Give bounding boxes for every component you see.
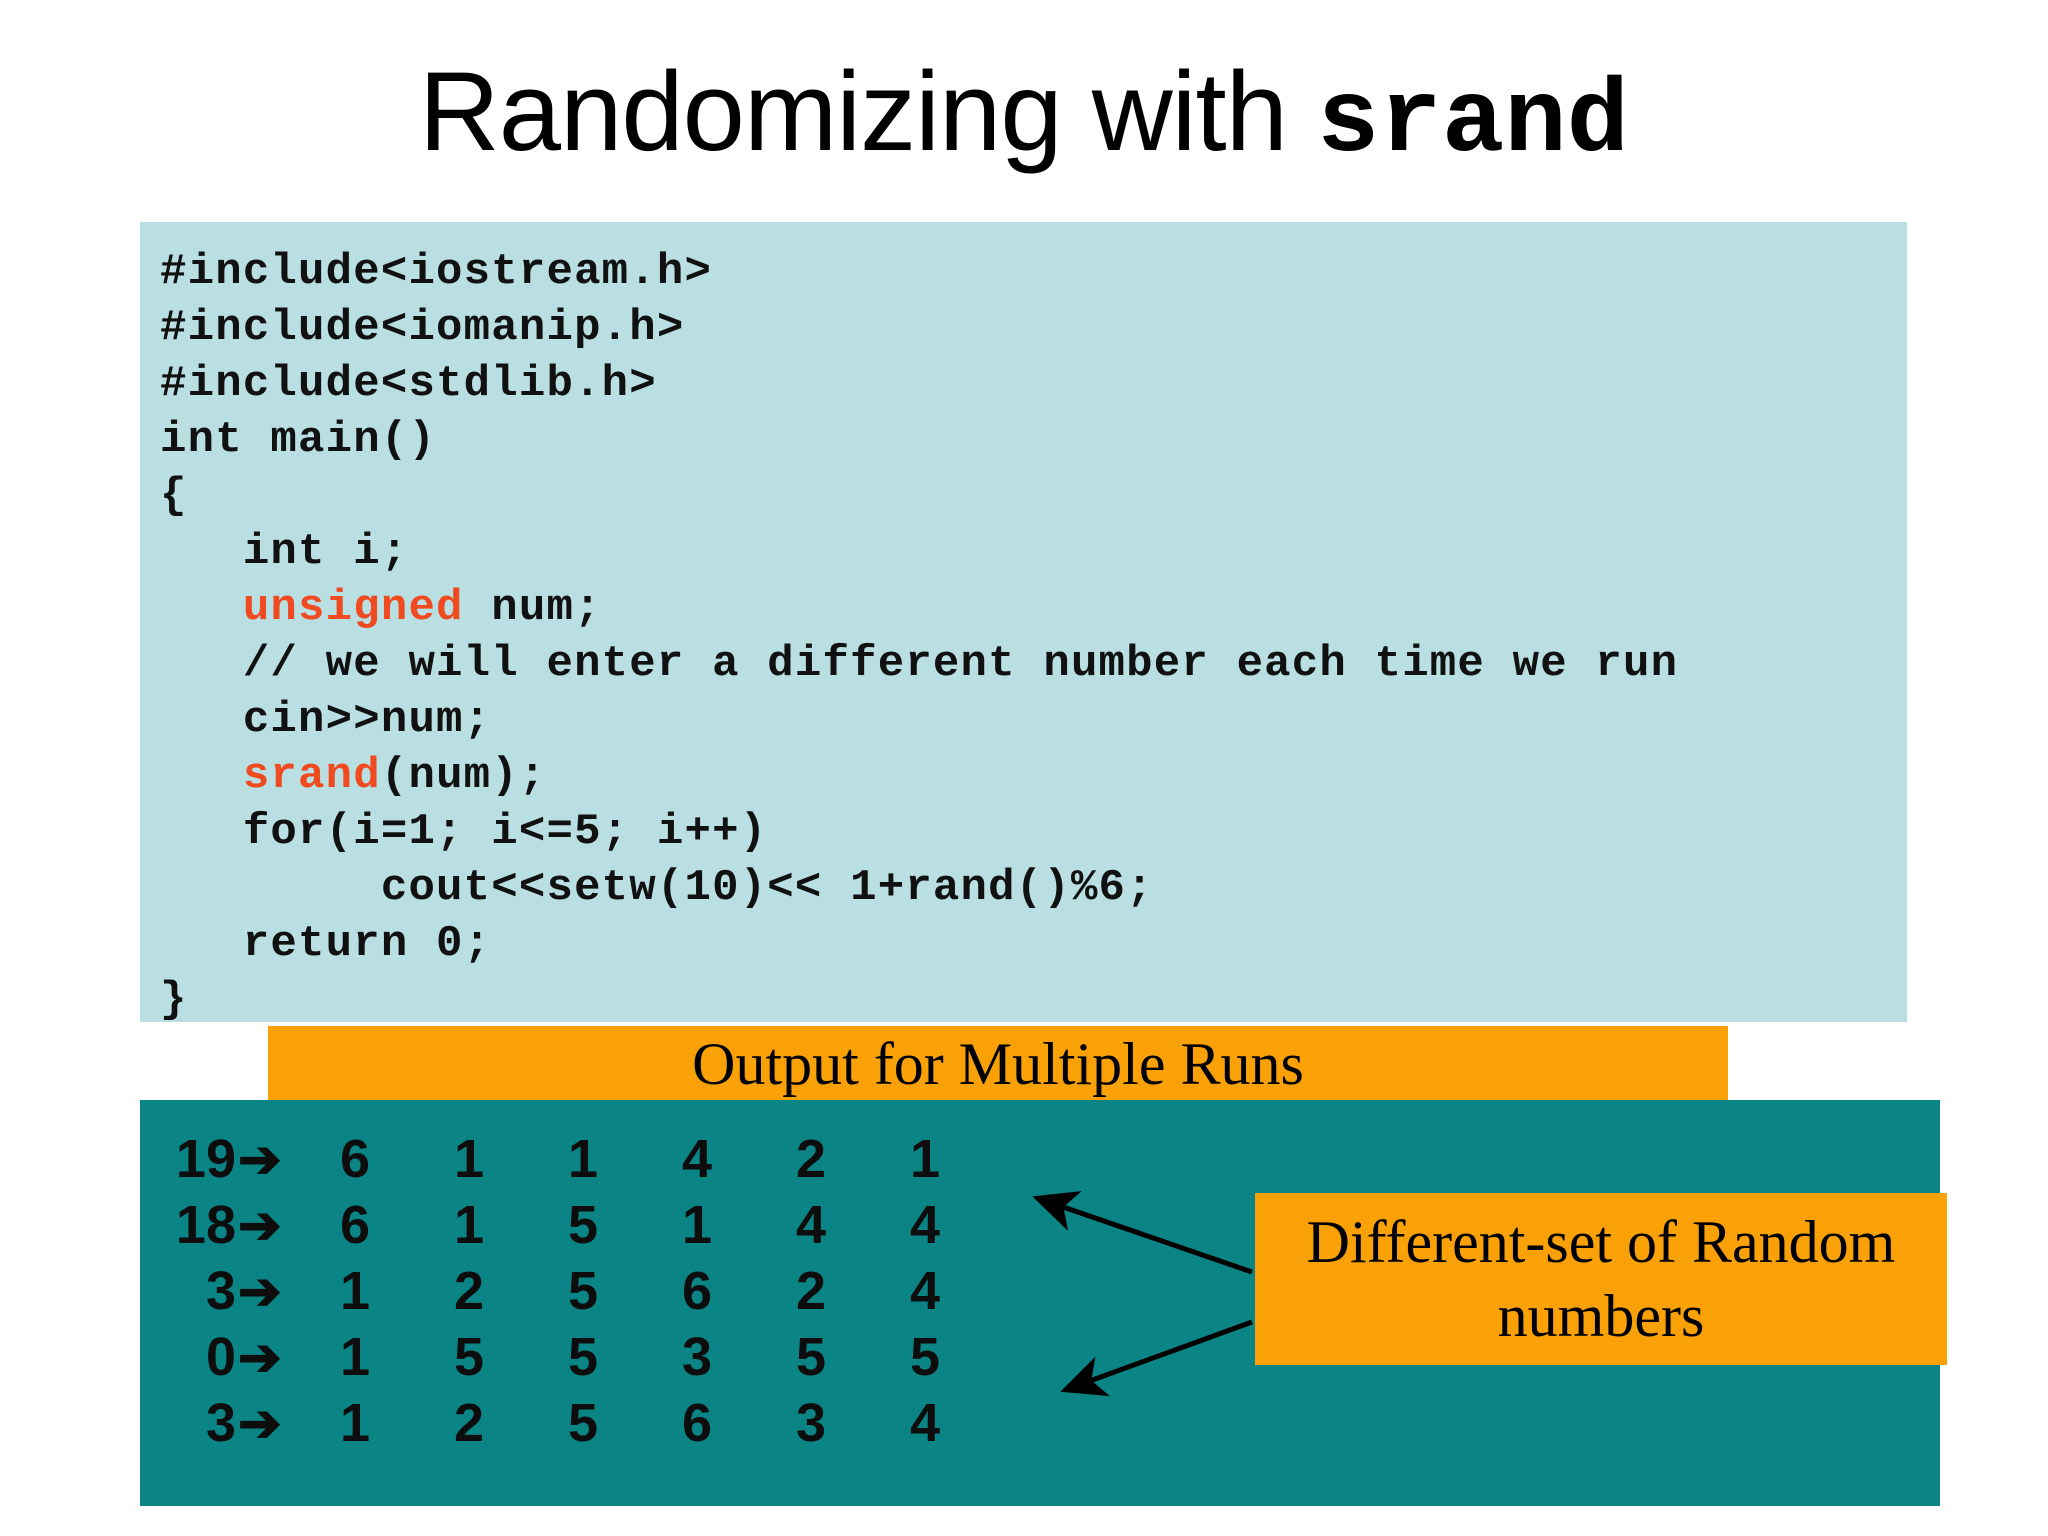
- code-line: cout<<setw(10)<< 1+rand()%6;: [160, 860, 1907, 916]
- output-random-value: 5: [795, 1327, 827, 1387]
- right-arrow-icon: ➔: [238, 1395, 282, 1453]
- output-random-value: 5: [567, 1327, 599, 1387]
- output-random-value: 1: [339, 1327, 371, 1387]
- output-banner: Output for Multiple Runs: [268, 1026, 1728, 1104]
- code-line: #include<stdlib.h>: [160, 356, 1907, 412]
- code-text: num;: [463, 583, 602, 633]
- output-random-value: 6: [339, 1195, 371, 1255]
- code-text: (num);: [380, 751, 547, 801]
- output-seed-value: 0: [205, 1327, 236, 1387]
- code-line: #include<iomanip.h>: [160, 300, 1907, 356]
- callout-box: Different-set of Random numbers: [1255, 1193, 1947, 1365]
- output-random-value: 4: [681, 1129, 713, 1189]
- code-text: }: [160, 975, 188, 1025]
- output-seed-value: 3: [205, 1393, 236, 1453]
- output-random-value: 5: [567, 1261, 599, 1321]
- code-text: for(i=1; i<=5; i++): [160, 807, 768, 857]
- code-line: return 0;: [160, 916, 1907, 972]
- code-line: #include<iostream.h>: [160, 244, 1907, 300]
- code-text: #include<iostream.h>: [160, 247, 713, 297]
- code-text: #include<stdlib.h>: [160, 359, 657, 409]
- right-arrow-icon: ➔: [238, 1131, 282, 1189]
- code-line: int main(): [160, 412, 1907, 468]
- output-random-value: 5: [453, 1327, 485, 1387]
- output-row: 18➔ 6 1 5 1 4 4: [158, 1192, 982, 1258]
- output-random-value: 1: [339, 1261, 371, 1321]
- output-random-value: 5: [909, 1327, 941, 1387]
- output-random-value: 1: [567, 1129, 599, 1189]
- callout-line-2: numbers: [1497, 1283, 1705, 1349]
- code-line: unsigned num;: [160, 580, 1907, 636]
- output-random-value: 2: [795, 1129, 827, 1189]
- output-random-value: 1: [339, 1393, 371, 1453]
- code-line: cin>>num;: [160, 692, 1907, 748]
- code-line: for(i=1; i<=5; i++): [160, 804, 1907, 860]
- code-block: #include<iostream.h> #include<iomanip.h> #…: [140, 222, 1907, 1025]
- code-line: srand(num);: [160, 748, 1907, 804]
- output-random-value: 4: [909, 1195, 941, 1255]
- code-text: {: [160, 471, 188, 521]
- code-text: // we will enter a different number each…: [160, 639, 1679, 689]
- page-title-code-text: srand: [1317, 64, 1630, 182]
- callout-line-1: Different-set of Random: [1306, 1209, 1896, 1275]
- right-arrow-icon: ➔: [238, 1263, 282, 1321]
- code-line: // we will enter a different number each…: [160, 636, 1907, 692]
- output-random-value: 6: [339, 1129, 371, 1189]
- code-text: cout<<setw(10)<< 1+rand()%6;: [160, 863, 1154, 913]
- code-keyword: srand: [242, 751, 381, 801]
- output-row: 19➔ 6 1 1 4 2 1: [158, 1126, 982, 1192]
- code-text: [160, 583, 243, 633]
- code-text: [160, 751, 243, 801]
- page-title-plain-text: Randomizing with: [418, 49, 1318, 174]
- output-seed-value: 3: [205, 1261, 236, 1321]
- output-row: 0➔ 1 5 5 3 5 5: [158, 1324, 982, 1390]
- output-random-value: 6: [681, 1393, 713, 1453]
- output-random-value: 2: [453, 1261, 485, 1321]
- output-random-value: 1: [909, 1129, 941, 1189]
- code-line: int i;: [160, 524, 1907, 580]
- output-random-value: 3: [795, 1393, 827, 1453]
- right-arrow-icon: ➔: [238, 1197, 282, 1255]
- output-random-value: 1: [453, 1195, 485, 1255]
- output-random-value: 2: [795, 1261, 827, 1321]
- right-arrow-icon: ➔: [238, 1329, 282, 1387]
- output-banner-label: Output for Multiple Runs: [692, 1031, 1304, 1097]
- code-keyword: unsigned: [242, 583, 464, 633]
- code-text: cin>>num;: [160, 695, 492, 745]
- page-title: Randomizing with srand: [0, 56, 2048, 176]
- output-random-value: 3: [681, 1327, 713, 1387]
- output-random-value: 4: [795, 1195, 827, 1255]
- output-seed-value: 18: [175, 1195, 236, 1255]
- code-line: }: [160, 972, 1907, 1028]
- output-random-value: 4: [909, 1261, 941, 1321]
- output-random-value: 2: [453, 1393, 485, 1453]
- code-text: #include<iomanip.h>: [160, 303, 685, 353]
- code-text: int main(): [160, 415, 437, 465]
- output-row: 3➔ 1 2 5 6 2 4: [158, 1258, 982, 1324]
- output-random-value: 5: [567, 1393, 599, 1453]
- output-random-value: 5: [567, 1195, 599, 1255]
- output-random-value: 1: [453, 1129, 485, 1189]
- code-line: {: [160, 468, 1907, 524]
- output-random-value: 4: [909, 1393, 941, 1453]
- code-text: int i;: [160, 527, 409, 577]
- output-seed-value: 19: [175, 1129, 236, 1189]
- output-random-value: 6: [681, 1261, 713, 1321]
- code-text: return 0;: [160, 919, 492, 969]
- output-random-value: 1: [681, 1195, 713, 1255]
